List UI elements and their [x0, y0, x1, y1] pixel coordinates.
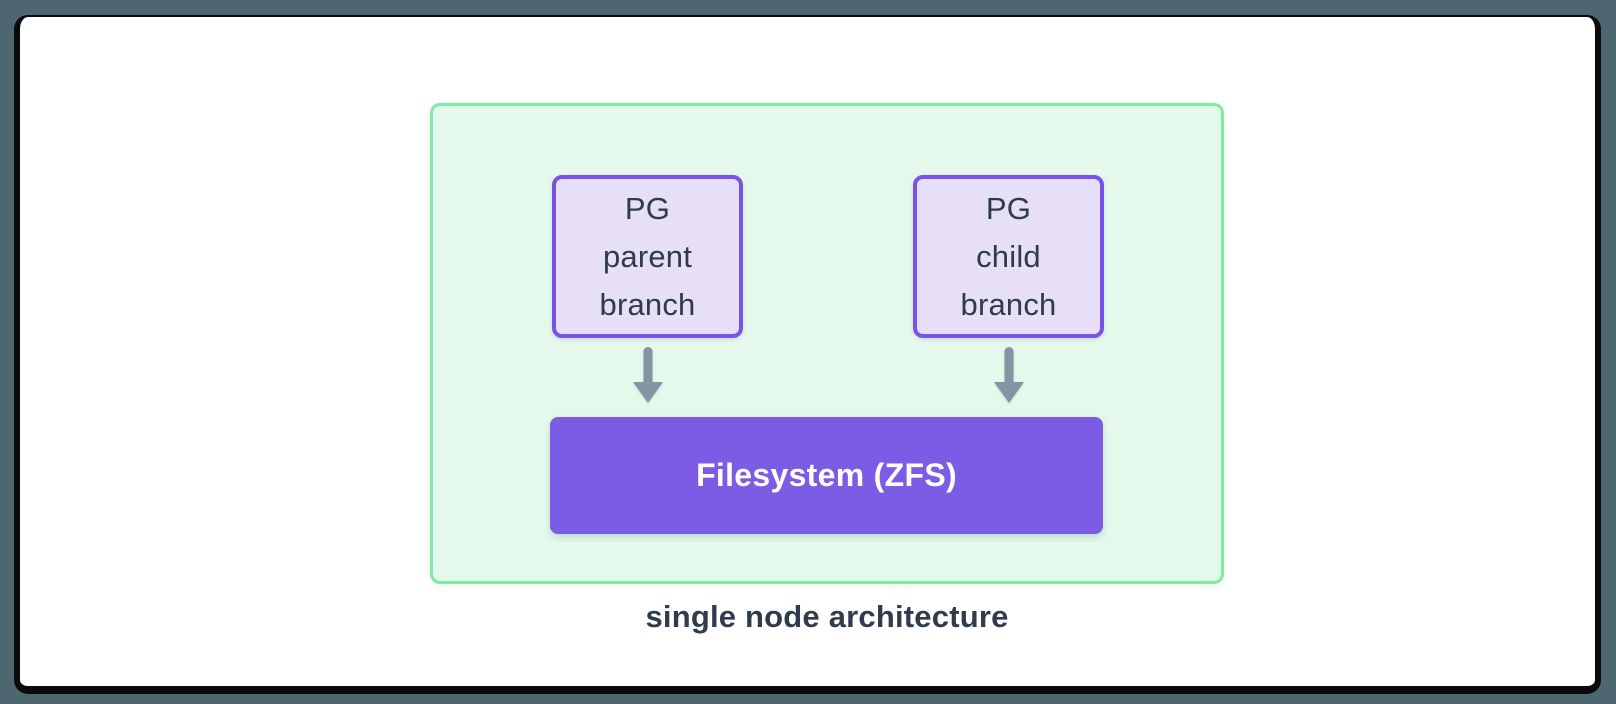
- node-label-line: branch: [960, 286, 1057, 322]
- diagram-card: PG parent branch PG child branch Filesys…: [14, 15, 1601, 694]
- diagram-caption: single node architecture: [645, 599, 1009, 634]
- node-pg-parent-branch: PG parent branch: [552, 175, 743, 338]
- node-label-line: child: [976, 238, 1041, 274]
- arrow-parent-to-filesystem: [631, 347, 665, 404]
- node-pg-child-branch: PG child branch: [913, 175, 1104, 338]
- node-filesystem-zfs: Filesystem (ZFS): [550, 417, 1103, 534]
- arrow-child-to-filesystem: [992, 347, 1026, 404]
- down-arrow-icon: [633, 347, 663, 403]
- node-label-line: parent: [602, 238, 693, 274]
- node-label-line: branch: [599, 286, 696, 322]
- filesystem-label: Filesystem (ZFS): [696, 457, 957, 493]
- node-label-line: PG: [985, 190, 1032, 226]
- node-label-line: PG: [624, 190, 671, 226]
- down-arrow-icon: [994, 347, 1024, 403]
